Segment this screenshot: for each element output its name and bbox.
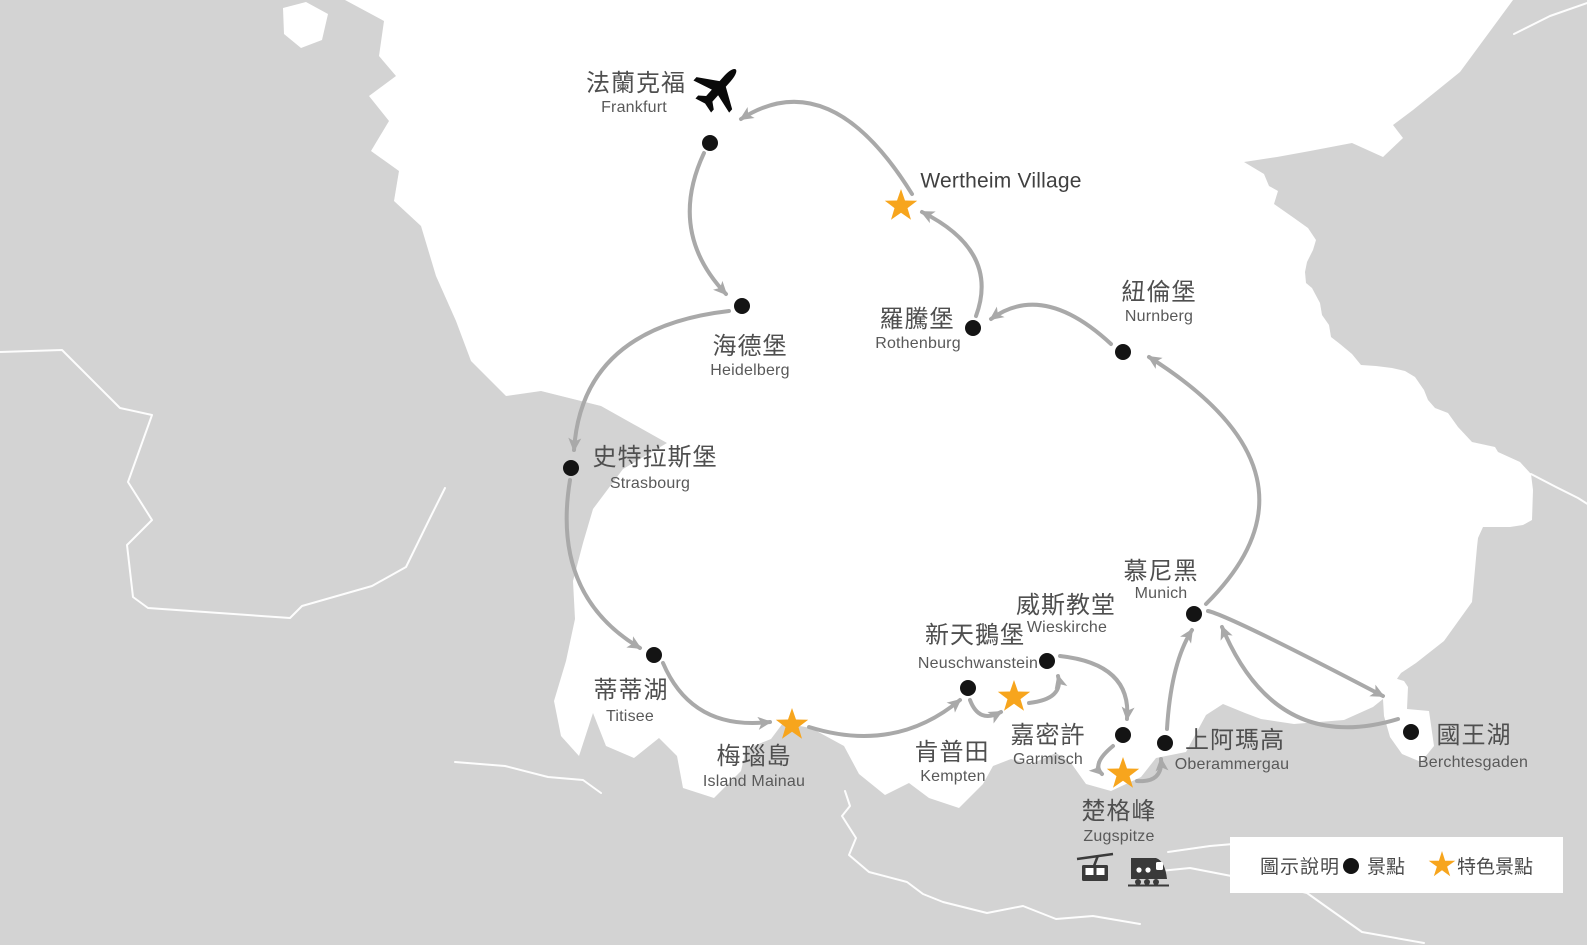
route-zugspitze-to-oberammergau <box>1135 757 1169 784</box>
marker-garmisch <box>1115 727 1131 743</box>
route-berchtesgaden-to-munich <box>1220 625 1400 730</box>
spot-dot-icon <box>1342 858 1359 874</box>
munich-label-zh: 慕尼黑 <box>1123 558 1199 585</box>
kempten-label-zh: 肯普田 <box>914 739 990 766</box>
marker-zugspitze <box>1106 757 1140 788</box>
marker-rothenburg <box>965 320 981 336</box>
route-wieskirche-to-garmisch <box>1058 654 1135 721</box>
legend-spot-label: 景點 <box>1366 856 1405 878</box>
train-icon <box>1128 858 1169 887</box>
featured-star-icon <box>1428 851 1456 877</box>
marker-titisee <box>646 647 662 663</box>
legend-title: 圖示說明 <box>1259 856 1340 878</box>
marker-strasbourg <box>563 460 579 476</box>
marker-wertheim-village <box>884 189 918 220</box>
rothenburg-label-en: Rothenburg <box>875 335 961 352</box>
route-strasbourg-to-titisee <box>564 478 642 650</box>
neuschwanstein-label-en: Neuschwanstein <box>917 655 1039 672</box>
marker-heidelberg <box>734 298 750 314</box>
route-garmisch-to-zugspitze <box>1088 744 1115 776</box>
route-titisee-to-island-mainau <box>661 661 772 730</box>
nurnberg-label-zh: 紐倫堡 <box>1121 279 1197 306</box>
marker-neuschwanstein <box>997 680 1031 711</box>
garmisch-label-en: Garmisch <box>1012 751 1084 768</box>
route-neuschwanstein-to-wieskirche <box>1027 674 1068 705</box>
route-nurnberg-to-rothenburg <box>989 302 1113 346</box>
strasbourg-label-zh: 史特拉斯堡 <box>592 444 718 471</box>
munich-label-en: Munich <box>1134 585 1188 602</box>
route-rothenburg-to-wertheim-village <box>920 210 984 318</box>
route-heidelberg-to-strasbourg <box>568 309 731 452</box>
cable-car-icon <box>1076 852 1114 881</box>
rothenburg-label-zh: 羅騰堡 <box>879 306 955 333</box>
route-arrows <box>564 99 1400 784</box>
nurnberg-label-en: Nurnberg <box>1124 308 1194 325</box>
route-munich-to-nurnberg <box>1147 355 1262 606</box>
frankfurt-label-en: Frankfurt <box>601 99 667 116</box>
kempten-label-en: Kempten <box>920 768 986 785</box>
oberammergau-label-en: Oberammergau <box>1174 756 1290 773</box>
wieskirche-label-en: Wieskirche <box>1026 619 1108 636</box>
strasbourg-label-en: Strasbourg <box>609 475 691 492</box>
marker-wieskirche <box>1039 653 1055 669</box>
zugspitze-label-en: Zugspitze <box>1083 828 1155 845</box>
marker-munich <box>1186 606 1202 622</box>
location-markers <box>563 135 1419 788</box>
marker-frankfurt <box>702 135 718 151</box>
neuschwanstein-label-zh: 新天鵝堡 <box>925 622 1025 649</box>
map-icons <box>693 69 1169 887</box>
marker-berchtesgaden <box>1403 724 1419 740</box>
titisee-label-zh: 蒂蒂湖 <box>593 677 669 704</box>
wertheim-village-label-en: Wertheim Village <box>920 169 1082 193</box>
route-kempten-to-neuschwanstein <box>968 698 1003 724</box>
legend: 圖示說明 景點 特色景點 <box>1230 837 1563 893</box>
marker-kempten <box>960 680 976 696</box>
berchtesgaden-label-zh: 國王湖 <box>1436 722 1512 749</box>
garmisch-label-zh: 嘉密許 <box>1010 722 1086 749</box>
titisee-label-en: Titisee <box>606 708 654 725</box>
legend-featured-label: 特色景點 <box>1457 856 1534 878</box>
heidelberg-label-en: Heidelberg <box>710 362 790 379</box>
route-frankfurt-to-heidelberg <box>687 151 728 296</box>
route-island-mainau-to-kempten <box>807 698 962 738</box>
zugspitze-label-zh: 楚格峰 <box>1081 798 1157 825</box>
germany-landmass <box>345 0 1533 808</box>
route-oberammergau-to-munich <box>1165 628 1194 731</box>
luxembourg-area <box>283 2 328 48</box>
airplane-icon <box>693 69 737 113</box>
marker-island-mainau <box>775 708 809 739</box>
island-mainau-label-en: Island Mainau <box>702 773 806 790</box>
marker-oberammergau <box>1157 735 1173 751</box>
marker-nurnberg <box>1115 344 1131 360</box>
wieskirche-label-zh: 威斯教堂 <box>1016 592 1116 619</box>
island-mainau-label-zh: 梅瑙島 <box>716 743 792 770</box>
berchtesgaden-label-en: Berchtesgaden <box>1417 754 1529 771</box>
route-wertheim-village-to-frankfurt <box>739 99 914 196</box>
frankfurt-label-zh: 法蘭克福 <box>586 70 686 97</box>
oberammergau-label-zh: 上阿瑪高 <box>1185 727 1285 754</box>
route-munich-to-berchtesgaden <box>1206 609 1385 698</box>
heidelberg-label-zh: 海德堡 <box>712 333 788 360</box>
berchtesgaden-pocket <box>1383 677 1434 762</box>
